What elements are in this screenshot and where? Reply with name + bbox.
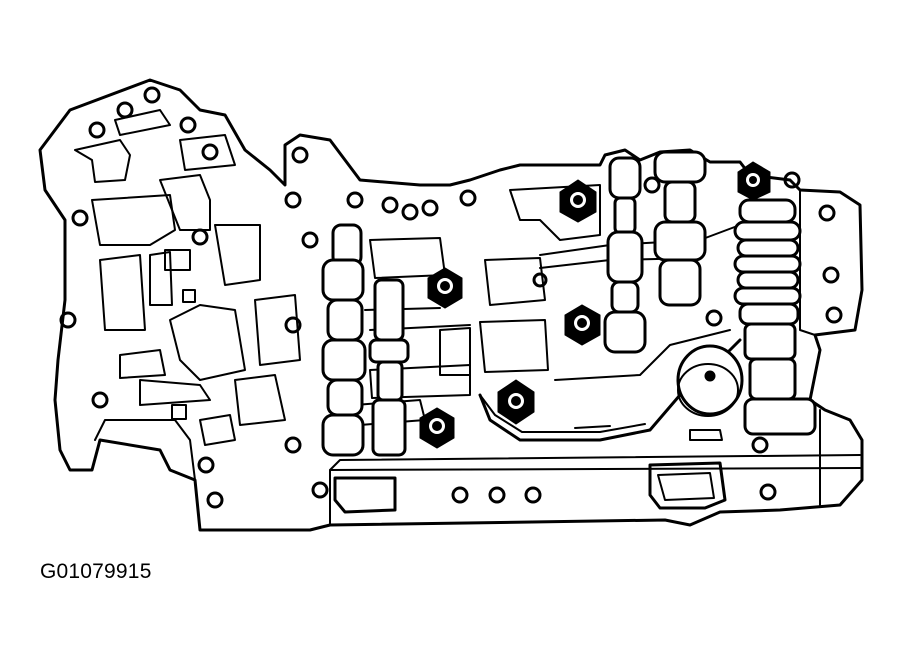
bolt-1 [559, 179, 597, 223]
figure-id-label: G01079915 [40, 560, 152, 583]
bolt-4 [497, 379, 535, 425]
right-end-plate [799, 189, 821, 506]
bolt-5 [419, 407, 455, 449]
spool-valve-2 [368, 278, 410, 457]
bolt-6 [737, 161, 771, 201]
spool-valve-5-spring [733, 198, 817, 436]
hex-bolts [419, 161, 771, 449]
lower-openings [333, 425, 727, 514]
bolt-2 [427, 267, 463, 309]
mounting-holes [59, 86, 843, 509]
center-passages [329, 184, 861, 526]
spool-valve-1 [321, 223, 367, 457]
spool-valve-3 [603, 156, 647, 354]
bolt-3 [564, 304, 601, 346]
left-plate-channels [74, 109, 301, 446]
spool-valve-4 [653, 150, 707, 307]
accumulator-piston [676, 344, 744, 417]
